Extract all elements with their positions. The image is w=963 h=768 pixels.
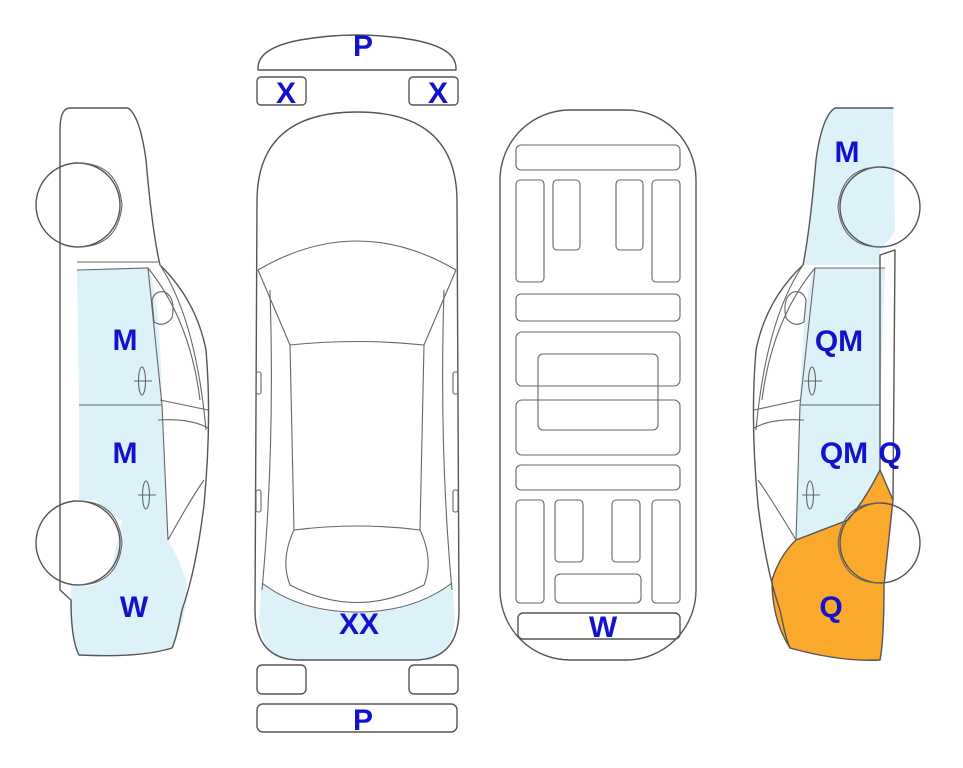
top-rear-panel[interactable]: [259, 583, 455, 660]
right-side-view: [752, 107, 921, 661]
front-left-lamp-label: X: [276, 77, 296, 110]
left-rear-door-panel[interactable]: [79, 405, 168, 540]
left-rear-quarter-label: W: [120, 591, 149, 624]
top-body-outline: [254, 111, 460, 661]
left-rear-door-label: M: [113, 437, 138, 470]
right-rear-quarter-label: Q: [819, 591, 842, 624]
left-front-door-label: M: [113, 324, 138, 357]
rear-left-lamp-panel[interactable]: [256, 664, 307, 695]
rear-bumper-panel[interactable]: [256, 703, 458, 733]
left-rear-quarter-panel[interactable]: [71, 520, 187, 656]
rear-bumper-label: P: [353, 704, 373, 737]
front-left-lamp-panel[interactable]: [256, 76, 307, 106]
top-rear-panel-label: XX: [339, 608, 379, 641]
front-bumper-panel[interactable]: [257, 34, 457, 71]
underbody-rear-panel[interactable]: [517, 612, 681, 640]
front-parts: [256, 34, 459, 106]
left-front-door-panel[interactable]: [77, 268, 162, 405]
underbody-outline: [499, 109, 697, 661]
rear-parts: [256, 664, 459, 733]
right-front-door-panel[interactable]: [800, 268, 885, 405]
front-bumper-label: P: [353, 30, 373, 63]
right-rear-door-label: QM: [820, 437, 868, 470]
underbody-view: [499, 109, 697, 661]
rear-right-lamp-panel[interactable]: [408, 664, 459, 695]
front-right-lamp-label: X: [428, 77, 448, 110]
damage-labels: P X X P XX W M M W M QM QM Q Q: [113, 30, 902, 737]
right-body-outline: [752, 107, 894, 649]
top-view: [254, 111, 460, 661]
underbody-rear-panel-label: W: [589, 611, 618, 644]
right-rocker-label: Q: [878, 437, 901, 470]
left-side-view: [35, 107, 210, 657]
right-front-fender-panel[interactable]: [803, 108, 895, 265]
left-body-outline: [59, 107, 210, 657]
front-right-lamp-panel[interactable]: [408, 76, 459, 106]
right-front-door-label: QM: [815, 325, 863, 358]
right-front-fender-label: M: [835, 136, 860, 169]
right-rear-door-panel[interactable]: [796, 405, 880, 540]
